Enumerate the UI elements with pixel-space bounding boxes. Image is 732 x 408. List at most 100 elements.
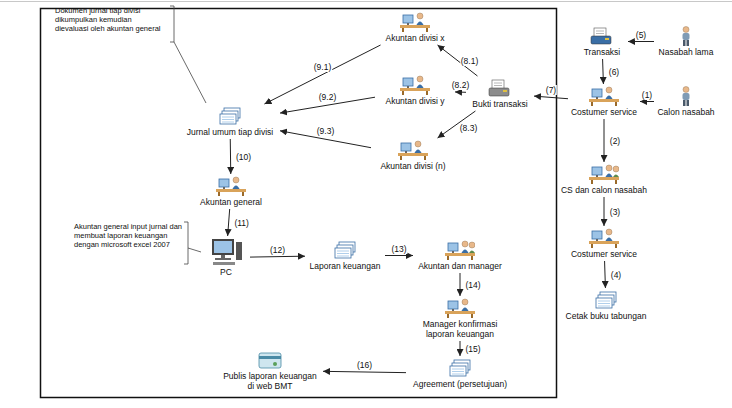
step-number: (9.2) bbox=[318, 92, 337, 102]
node-label: Akuntan general bbox=[196, 197, 266, 207]
step-number: (12) bbox=[269, 245, 286, 255]
flow-arrow bbox=[628, 41, 654, 42]
node-icon bbox=[589, 228, 619, 248]
step-number: (5) bbox=[635, 30, 647, 40]
node-label: Agreement (persetujuan) bbox=[408, 379, 512, 389]
flow-arrow bbox=[455, 91, 466, 92]
process-node: Costumer service bbox=[570, 86, 638, 117]
process-node: Jurnal umum tiap divisi bbox=[182, 106, 278, 137]
step-number: (7) bbox=[545, 85, 557, 95]
step-number: (2) bbox=[609, 136, 621, 146]
node-label: Laporan keuangan bbox=[307, 261, 383, 271]
flow-arrow bbox=[264, 45, 380, 104]
flow-arrow bbox=[323, 371, 406, 372]
process-node: Cetak buku tabungan bbox=[563, 290, 649, 321]
process-node: Bukti transaksi bbox=[468, 78, 532, 109]
process-node: Agreement (persetujuan) bbox=[408, 358, 512, 389]
step-number: (4) bbox=[610, 270, 622, 280]
process-node: Akuntan divisi y bbox=[377, 75, 453, 106]
node-label: Calon nasabah bbox=[656, 107, 716, 117]
flow-arrow bbox=[230, 139, 232, 174]
node-label: Publis laporan keuangan di web BMT bbox=[219, 371, 321, 391]
step-number: (3) bbox=[609, 207, 621, 217]
node-label: PC bbox=[204, 267, 248, 277]
flow-arrow bbox=[640, 101, 654, 102]
node-icon bbox=[591, 290, 621, 310]
flow-arrow bbox=[604, 197, 605, 226]
flow-arrow bbox=[602, 59, 604, 84]
step-number: (13) bbox=[390, 244, 407, 254]
node-label: Bukti transaksi bbox=[468, 99, 532, 109]
process-node: Akuntan divisi (n) bbox=[373, 140, 453, 171]
flow-arrow bbox=[460, 273, 461, 296]
flow-arrow bbox=[604, 119, 605, 162]
node-label: Akuntan divisi x bbox=[377, 33, 453, 43]
node-label: Akuntan dan manager bbox=[415, 261, 505, 271]
top-rule bbox=[0, 1, 732, 2]
node-icon bbox=[587, 26, 617, 46]
step-number: (8.2) bbox=[451, 80, 470, 90]
flow-arrow bbox=[604, 261, 606, 288]
flow-arrow bbox=[228, 209, 230, 236]
node-icon bbox=[216, 176, 246, 196]
node-icon bbox=[330, 240, 360, 260]
node-icon bbox=[445, 358, 475, 378]
process-node: Transaksi bbox=[578, 26, 626, 57]
node-icon bbox=[398, 140, 428, 160]
step-number: (8.1) bbox=[460, 56, 479, 66]
process-node: Manager konfirmasi laporan keuangan bbox=[418, 298, 502, 339]
node-icon bbox=[400, 12, 430, 32]
leader-line bbox=[174, 42, 206, 103]
node-icon bbox=[589, 164, 619, 184]
process-node: Laporan keuangan bbox=[307, 240, 383, 271]
node-icon bbox=[671, 26, 701, 46]
step-number: (9.3) bbox=[316, 126, 335, 136]
node-label: Costumer service bbox=[570, 107, 638, 117]
step-number: (1) bbox=[641, 90, 653, 100]
callout-note: Akuntan general input jurnal dan membuat… bbox=[74, 222, 182, 249]
flow-arrow bbox=[534, 96, 568, 99]
step-number: (14) bbox=[464, 280, 481, 290]
node-icon bbox=[445, 240, 475, 260]
process-node: Calon nasabah bbox=[656, 86, 716, 117]
process-node: Costumer service bbox=[570, 228, 638, 259]
node-label: Manager konfirmasi laporan keuangan bbox=[418, 319, 502, 339]
node-label: Cetak buku tabungan bbox=[563, 311, 649, 321]
process-node: Akuntan dan manager bbox=[415, 240, 505, 271]
process-node: Publis laporan keuangan di web BMT bbox=[219, 350, 321, 391]
note-bracket bbox=[170, 6, 174, 42]
node-label: Nasabah lama bbox=[656, 47, 716, 57]
note-bracket bbox=[184, 222, 188, 264]
node-label: Jurnal umum tiap divisi bbox=[182, 127, 278, 137]
step-number: (10) bbox=[235, 152, 252, 162]
callout-note: Dokumen jurnal tiap divisi dikumpulkan k… bbox=[55, 6, 167, 33]
process-node: Nasabah lama bbox=[656, 26, 716, 57]
leader-line bbox=[188, 248, 201, 252]
node-label: CS dan calon nasabah bbox=[560, 185, 648, 195]
node-label: Akuntan divisi (n) bbox=[373, 161, 453, 171]
node-icon bbox=[255, 350, 285, 370]
step-number: (6) bbox=[608, 67, 620, 77]
step-number: (11) bbox=[233, 218, 250, 228]
node-label: Costumer service bbox=[570, 249, 638, 259]
step-number: (15) bbox=[464, 344, 481, 354]
process-node: Akuntan divisi x bbox=[377, 12, 453, 43]
process-node: CS dan calon nasabah bbox=[560, 164, 648, 195]
system-boundary bbox=[41, 9, 557, 398]
node-icon bbox=[445, 298, 475, 318]
node-icon bbox=[400, 75, 430, 95]
node-icon bbox=[589, 86, 619, 106]
node-icon bbox=[209, 238, 243, 266]
node-icon bbox=[485, 78, 515, 98]
node-label: Akuntan divisi y bbox=[377, 96, 453, 106]
flow-arrow bbox=[460, 341, 461, 356]
step-number: (8.3) bbox=[459, 123, 478, 133]
node-label: Transaksi bbox=[578, 47, 626, 57]
process-node: Akuntan general bbox=[196, 176, 266, 207]
node-icon bbox=[215, 106, 245, 126]
flow-arrow bbox=[385, 255, 413, 256]
flow-arrow bbox=[250, 256, 305, 258]
step-number: (16) bbox=[356, 360, 373, 370]
step-number: (9.1) bbox=[313, 62, 332, 72]
